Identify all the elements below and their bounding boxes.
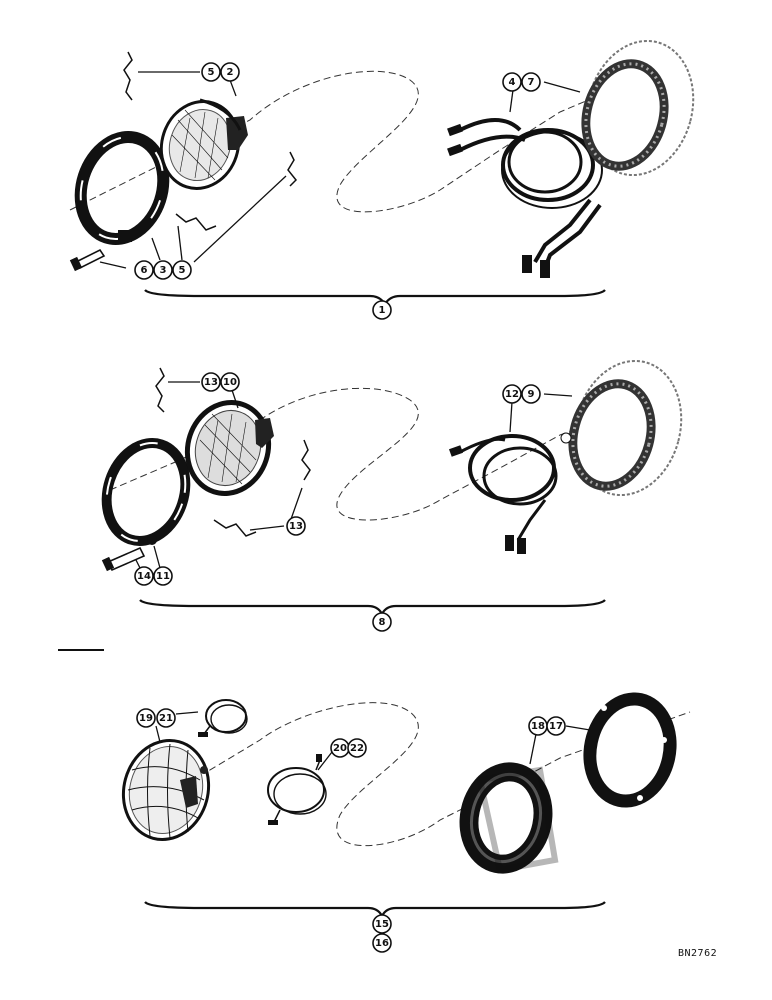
callout-11: 11 bbox=[153, 566, 173, 586]
leader-line bbox=[317, 751, 333, 771]
leader-line bbox=[543, 393, 573, 397]
assembly-label-15: 15 bbox=[372, 914, 392, 934]
callout-7: 7 bbox=[521, 72, 541, 92]
svg-text:2: 2 bbox=[227, 67, 234, 78]
callout-5: 5 bbox=[201, 62, 221, 82]
group-3 bbox=[121, 692, 691, 919]
spring-clip-icon bbox=[155, 367, 165, 413]
callout-12: 12 bbox=[502, 384, 522, 404]
svg-text:11: 11 bbox=[156, 571, 170, 582]
group-3-center-line bbox=[199, 702, 691, 847]
leader-line bbox=[565, 725, 591, 731]
leader-line bbox=[153, 545, 161, 569]
headlamp-housing-icon bbox=[581, 39, 695, 177]
headlamp-housing-icon bbox=[560, 359, 683, 497]
svg-text:6: 6 bbox=[141, 265, 148, 276]
callout-21: 21 bbox=[156, 708, 176, 728]
svg-text:7: 7 bbox=[528, 77, 535, 88]
leader-line bbox=[193, 175, 287, 263]
svg-text:16: 16 bbox=[375, 938, 389, 949]
svg-text:19: 19 bbox=[139, 713, 153, 724]
screw-icon bbox=[101, 535, 157, 572]
callout-17: 17 bbox=[546, 716, 566, 736]
leader-line bbox=[155, 725, 161, 743]
svg-text:12: 12 bbox=[505, 389, 519, 400]
callout-2: 2 bbox=[220, 62, 240, 82]
spring-clip-icon bbox=[301, 439, 311, 481]
drawing-code: BN2762 bbox=[678, 948, 718, 959]
spring-clip-icon bbox=[175, 213, 217, 231]
wiring-harness-icon bbox=[267, 754, 327, 825]
callout-9: 9 bbox=[521, 384, 541, 404]
callout-19: 19 bbox=[136, 708, 156, 728]
wiring-harness-icon bbox=[448, 434, 558, 554]
wiring-harness-icon bbox=[447, 118, 603, 278]
leader-line bbox=[543, 81, 581, 93]
headlamp-ring-icon bbox=[74, 131, 170, 245]
spring-clip-icon bbox=[213, 519, 257, 537]
leader-line bbox=[289, 487, 303, 523]
svg-text:4: 4 bbox=[509, 77, 516, 88]
svg-text:8: 8 bbox=[379, 617, 386, 628]
assembly-brace bbox=[139, 599, 606, 617]
svg-text:18: 18 bbox=[531, 721, 545, 732]
svg-text:9: 9 bbox=[528, 389, 535, 400]
callout-13: 13 bbox=[286, 516, 306, 536]
svg-text:5: 5 bbox=[179, 265, 186, 276]
svg-text:5: 5 bbox=[208, 67, 215, 78]
assembly-brace bbox=[144, 289, 606, 307]
headlamp-sealed-beam-icon bbox=[159, 98, 248, 190]
group-2 bbox=[101, 359, 683, 617]
assembly-label-16: 16 bbox=[372, 933, 392, 953]
leader-line bbox=[175, 711, 199, 715]
leader-line bbox=[229, 79, 237, 97]
leader-line bbox=[99, 261, 127, 269]
callout-6: 6 bbox=[134, 260, 154, 280]
svg-text:22: 22 bbox=[350, 743, 364, 754]
svg-text:13: 13 bbox=[289, 521, 303, 532]
leader-line bbox=[509, 401, 513, 433]
svg-text:21: 21 bbox=[159, 713, 173, 724]
wiring-harness-icon bbox=[198, 699, 248, 737]
assembly-brace bbox=[144, 901, 606, 919]
spring-clip-icon bbox=[123, 51, 133, 101]
callout-10: 10 bbox=[220, 372, 240, 392]
svg-text:13: 13 bbox=[204, 377, 218, 388]
screw-icon bbox=[69, 248, 106, 272]
headlamp-sealed-beam-icon bbox=[184, 400, 274, 496]
callout-13: 13 bbox=[201, 372, 221, 392]
headlamp-housing-icon bbox=[459, 762, 559, 874]
svg-text:10: 10 bbox=[223, 377, 237, 388]
svg-text:14: 14 bbox=[137, 571, 151, 582]
callout-5: 5 bbox=[172, 260, 192, 280]
callout-4: 4 bbox=[502, 72, 522, 92]
assembly-label-8: 8 bbox=[372, 612, 392, 632]
leader-line bbox=[231, 389, 239, 409]
group-1 bbox=[69, 39, 695, 307]
leader-line bbox=[509, 89, 514, 113]
svg-text:1: 1 bbox=[379, 305, 386, 316]
svg-text:15: 15 bbox=[375, 919, 389, 930]
callout-3: 3 bbox=[153, 260, 173, 280]
headlamp-ring-icon bbox=[101, 438, 191, 546]
callout-18: 18 bbox=[528, 716, 548, 736]
headlamp-ring-icon bbox=[583, 692, 677, 808]
callout-14: 14 bbox=[134, 566, 154, 586]
svg-text:3: 3 bbox=[160, 265, 167, 276]
callout-20: 20 bbox=[330, 738, 350, 758]
headlamp-sealed-beam-icon bbox=[121, 738, 211, 842]
leader-line bbox=[249, 525, 285, 531]
svg-text:20: 20 bbox=[333, 743, 347, 754]
spring-clip-icon bbox=[287, 151, 298, 187]
assembly-label-1: 1 bbox=[372, 300, 392, 320]
leader-line bbox=[529, 733, 537, 765]
leader-line bbox=[177, 225, 183, 261]
leader-line bbox=[151, 237, 161, 261]
callout-22: 22 bbox=[347, 738, 367, 758]
group-1-center-line bbox=[69, 70, 601, 213]
svg-text:17: 17 bbox=[549, 721, 563, 732]
